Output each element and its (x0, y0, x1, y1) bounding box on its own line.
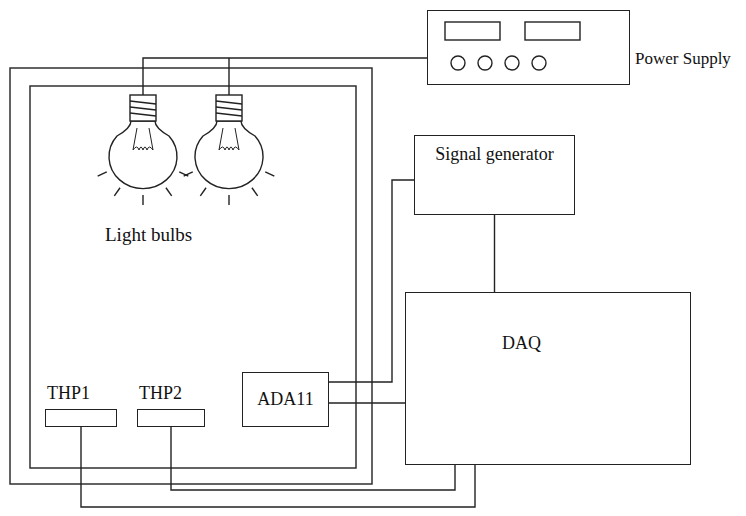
cap-thread (130, 113, 156, 116)
cap-thread (216, 107, 242, 110)
power-wire (143, 58, 427, 95)
bulb-filament (133, 128, 153, 150)
enclosure-inner-wall (30, 86, 356, 468)
sensor-box: THP1 (45, 409, 117, 427)
signal-wire (171, 427, 455, 490)
daq-unit: DAQ (405, 292, 691, 465)
bulb-cap (130, 95, 156, 121)
supply-knob (478, 56, 492, 70)
signal-wire (494, 215, 495, 292)
sensor-module: ADA11 (242, 372, 329, 427)
light-ray (200, 188, 206, 196)
light-ray (142, 195, 143, 205)
bulb-glass (109, 121, 177, 189)
power-supply: Power Supply (427, 10, 630, 85)
supply-display (445, 22, 500, 40)
cap-thread (216, 101, 242, 104)
power-wire (228, 58, 229, 95)
cap-thread (130, 101, 156, 104)
enclosure-outer-wall (10, 68, 372, 484)
supply-knob (532, 56, 546, 70)
bulb-filament (219, 128, 239, 150)
node-label: Power Supply (635, 49, 731, 69)
cap-thread (130, 107, 156, 110)
light-ray (252, 188, 258, 196)
node-label: Signal generator (415, 136, 574, 165)
sensor-box: THP2 (137, 409, 205, 427)
light-bulb (184, 95, 275, 205)
bulb-cap (216, 95, 242, 121)
part-label: Light bulbs (105, 224, 192, 246)
light-ray (228, 195, 229, 205)
bulb-glass (195, 121, 263, 189)
signal-wire (329, 402, 405, 403)
supply-knob (505, 56, 519, 70)
supply-knob (451, 56, 465, 70)
light-ray (98, 172, 107, 176)
node-label: DAQ (502, 333, 541, 354)
cap-thread (216, 113, 242, 116)
supply-display (525, 22, 580, 40)
light-ray (184, 172, 193, 176)
signal-wire (81, 427, 475, 507)
light-ray (114, 188, 120, 196)
node-label: THP2 (139, 383, 182, 404)
light-ray (265, 172, 274, 176)
node-label: THP1 (47, 383, 90, 404)
light-bulb (98, 95, 189, 205)
light-ray (166, 188, 172, 196)
node-label: ADA11 (243, 373, 328, 410)
signal-generator: Signal generator (414, 135, 575, 215)
signal-wire (329, 180, 414, 382)
